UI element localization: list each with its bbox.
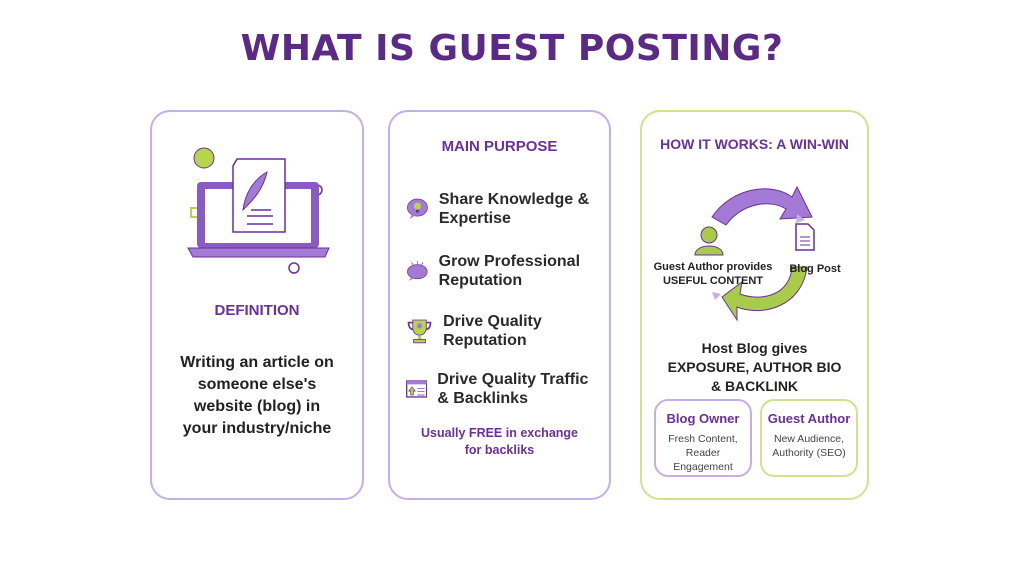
definition-heading: DEFINITION xyxy=(214,302,300,319)
document-icon xyxy=(795,223,815,251)
purpose-label: Grow Professional Reputation xyxy=(438,253,581,289)
guest-author-text: New Audience, Authority (SEO) xyxy=(772,433,846,459)
purpose-item: Grow Professional Reputation xyxy=(406,252,601,290)
how-it-works-card: HOW IT WORKS: A WIN-WIN Guest Author pro… xyxy=(640,110,869,500)
user-icon xyxy=(694,226,724,256)
page-title: WHAT IS GUEST POSTING? xyxy=(240,28,784,69)
browser-upload-icon xyxy=(406,380,428,398)
purpose-item: Drive Quality Traffic & Backlinks xyxy=(406,370,601,408)
guest-author-label: Guest Author provides USEFUL CONTENT xyxy=(653,261,773,287)
how-it-works-heading: HOW IT WORKS: A WIN-WIN xyxy=(660,136,849,152)
purpose-item: Share Knowledge & Expertise xyxy=(406,190,601,228)
lightbulb-speech-icon xyxy=(407,198,428,220)
free-note: Usually FREE in exchange for backliks xyxy=(421,426,578,457)
main-purpose-heading: MAIN PURPOSE xyxy=(441,138,558,155)
host-blog-text: Host Blog gives EXPOSURE, AUTHOR BIO & B… xyxy=(667,340,842,394)
laptop-document-illustration xyxy=(187,147,330,274)
trophy-icon xyxy=(407,319,432,344)
purpose-item: Drive Quality Reputation xyxy=(406,312,601,350)
definition-text: Writing an article on someone else's web… xyxy=(180,354,334,437)
blog-owner-title: Blog Owner xyxy=(666,411,740,426)
purpose-label: Drive Quality Traffic & Backlinks xyxy=(437,371,589,407)
purpose-label: Drive Quality Reputation xyxy=(443,313,542,349)
cycle-arrows-diagram xyxy=(694,185,815,322)
speech-bubble-icon xyxy=(407,261,428,281)
main-purpose-card: MAIN PURPOSE Share Knowledge & Expertise… xyxy=(388,110,611,500)
definition-card: DEFINITION Writing an article on someone… xyxy=(150,110,364,500)
blog-post-label: Blog Post xyxy=(789,263,841,275)
purpose-label: Share Knowledge & Expertise xyxy=(438,191,590,227)
blog-owner-text: Fresh Content, Reader Engagement xyxy=(668,433,738,473)
guest-author-title: Guest Author xyxy=(767,411,851,426)
guest-author-box: Guest Author New Audience, Authority (SE… xyxy=(760,399,858,477)
blog-owner-box: Blog Owner Fresh Content, Reader Engagem… xyxy=(654,399,752,477)
